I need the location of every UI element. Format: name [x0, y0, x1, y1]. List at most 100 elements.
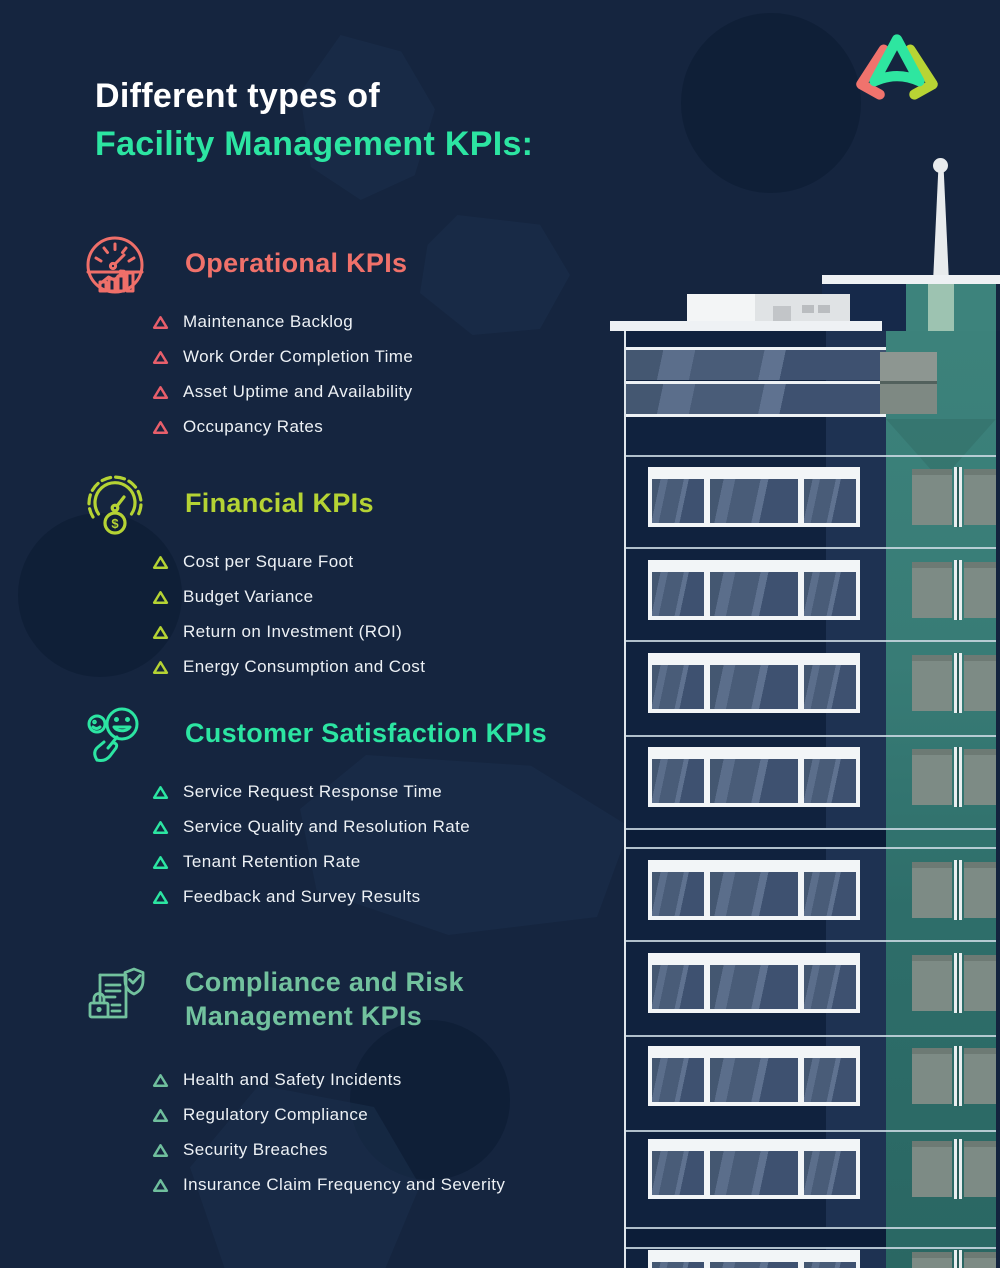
- triangle-bullet-icon: [152, 385, 169, 400]
- building-window: [648, 653, 860, 713]
- rooftop-penthouse: [687, 294, 850, 321]
- kpi-list-item: Insurance Claim Frequency and Severity: [152, 1174, 602, 1196]
- kpi-list-item: Service Request Response Time: [152, 781, 602, 803]
- kpi-item-label: Budget Variance: [183, 587, 314, 606]
- teal-window: [912, 955, 952, 1011]
- page-title-line2: Facility Management KPIs:: [95, 125, 534, 163]
- penthouse-door: [773, 306, 791, 321]
- triangle-bullet-icon: [152, 625, 169, 640]
- kpi-list-item: Service Quality and Resolution Rate: [152, 816, 602, 838]
- window-glass-pane: [652, 1058, 704, 1102]
- kpi-item-label: Service Request Response Time: [183, 782, 443, 801]
- section-compliance-risk-kpis: Compliance and Risk Management KPIs Heal…: [82, 963, 602, 1209]
- section-heading: Compliance and Risk Management KPIs: [185, 967, 464, 1031]
- triangle-bullet-icon: [152, 315, 169, 330]
- floor-separator-line: [626, 847, 996, 849]
- page-title-line1: Different types of: [95, 77, 380, 115]
- triangle-bullet-icon: [152, 820, 169, 835]
- section-heading: Customer Satisfaction KPIs: [185, 718, 547, 748]
- penthouse-vent: [802, 305, 814, 313]
- window-glass-pane: [652, 965, 704, 1009]
- kpi-item-label: Cost per Square Foot: [183, 552, 354, 571]
- building-window: [648, 860, 860, 920]
- window-glass-pane: [804, 665, 856, 709]
- kpi-item-label: Occupancy Rates: [183, 417, 324, 436]
- main-roof-slab: [610, 321, 882, 331]
- teal-window: [912, 1048, 952, 1104]
- teal-window: [964, 749, 996, 805]
- building-window: [648, 1139, 860, 1199]
- antenna-base-column: [928, 284, 954, 331]
- teal-window: [964, 655, 996, 711]
- kpi-item-label: Return on Investment (ROI): [183, 622, 403, 641]
- window-glass-pane: [652, 572, 704, 616]
- floor-separator-line: [626, 455, 996, 457]
- teal-window: [964, 469, 996, 525]
- window-glass-pane: [652, 479, 704, 523]
- crown-glass-strip: [626, 384, 886, 414]
- floor-separator-line: [626, 1227, 996, 1229]
- teal-window-mullion: [954, 653, 962, 713]
- kpi-list-item: Cost per Square Foot: [152, 551, 602, 573]
- teal-window: [964, 862, 996, 918]
- teal-window: [912, 1141, 952, 1197]
- window-panes: [652, 1262, 856, 1268]
- window-glass-pane: [804, 1262, 856, 1268]
- floor-line: [626, 414, 886, 417]
- kpi-item-label: Service Quality and Resolution Rate: [183, 817, 471, 836]
- background-circle: [681, 13, 861, 193]
- teal-window: [912, 1252, 952, 1268]
- brand-triangle-logo: [846, 28, 948, 108]
- teal-tower-roof-slab: [822, 275, 1000, 284]
- window-panes: [652, 1058, 856, 1102]
- gauge-bar-chart-icon: [82, 232, 148, 298]
- floor-separator-line: [626, 1247, 996, 1249]
- teal-window-mullion: [954, 1046, 962, 1106]
- floor-line: [626, 347, 886, 350]
- building-window: [648, 953, 860, 1013]
- kpi-item-label: Asset Uptime and Availability: [183, 382, 413, 401]
- triangle-bullet-icon: [152, 785, 169, 800]
- kpi-list-item: Work Order Completion Time: [152, 346, 602, 368]
- triangle-bullet-icon: [152, 350, 169, 365]
- floor-separator-line: [626, 1130, 996, 1132]
- teal-gray-window-lower: [880, 381, 937, 414]
- section-operational-kpis: Operational KPIs Maintenance Backlog Wor…: [82, 232, 602, 451]
- section-heading: Operational KPIs: [185, 248, 408, 278]
- kpi-list: Cost per Square Foot Budget Variance Ret…: [152, 551, 602, 678]
- page-title: Different types of Facility Management K…: [95, 72, 533, 168]
- window-glass-pane: [709, 872, 799, 916]
- triangle-bullet-icon: [152, 855, 169, 870]
- triangle-bullet-icon: [152, 1073, 169, 1088]
- kpi-list-item: Security Breaches: [152, 1139, 602, 1161]
- section-customer-satisfaction-kpis: Customer Satisfaction KPIs Service Reque…: [82, 702, 602, 921]
- kpi-list-item: Return on Investment (ROI): [152, 621, 602, 643]
- kpi-item-label: Security Breaches: [183, 1140, 328, 1159]
- teal-window-mullion: [954, 1139, 962, 1199]
- floor-separator-line: [626, 940, 996, 942]
- floor-separator-line: [626, 735, 996, 737]
- background-circle: [18, 513, 182, 677]
- kpi-item-label: Work Order Completion Time: [183, 347, 414, 366]
- smiley-faces-hand-icon: [82, 702, 148, 768]
- window-glass-pane: [804, 1058, 856, 1102]
- kpi-item-label: Energy Consumption and Cost: [183, 657, 426, 676]
- window-panes: [652, 572, 856, 616]
- kpi-list-item: Feedback and Survey Results: [152, 886, 602, 908]
- crown-glass-strip: [626, 350, 886, 380]
- window-glass-pane: [804, 572, 856, 616]
- teal-window: [912, 655, 952, 711]
- teal-window: [964, 562, 996, 618]
- gauge-dollar-icon: $: [82, 472, 148, 538]
- kpi-list: Maintenance Backlog Work Order Completio…: [152, 311, 602, 438]
- section-heading: Financial KPIs: [185, 488, 374, 518]
- window-panes: [652, 759, 856, 803]
- floor-separator-line: [626, 828, 996, 830]
- antenna-ball: [933, 158, 948, 173]
- window-glass-pane: [709, 665, 799, 709]
- window-glass-pane: [652, 872, 704, 916]
- teal-window: [964, 1252, 996, 1268]
- window-glass-pane: [709, 1058, 799, 1102]
- window-glass-pane: [652, 1151, 704, 1195]
